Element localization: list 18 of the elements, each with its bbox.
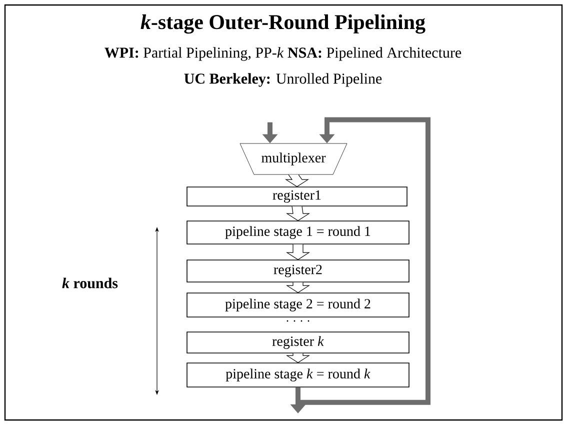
arrow	[298, 117, 430, 405]
header-line: WPI: Partial Pipelining, PP-k NSA: Pipelined Architecture	[104, 47, 462, 61]
title: k-stage Outer-Round Pipelining	[140, 14, 426, 34]
stage-box: pipeline stage k = round k	[186, 362, 410, 388]
hollow-arrow	[286, 353, 310, 363]
stage-box: pipeline stage 2 = round 2	[186, 292, 410, 318]
hollow-arrow	[286, 206, 310, 221]
stage-box: register1	[186, 186, 408, 206]
stage-box: register k	[186, 332, 410, 354]
stage-box: pipeline stage 1 = round 1	[186, 220, 410, 244]
hollow-arrow	[286, 244, 310, 260]
dimension-label: k rounds	[62, 278, 118, 288]
stage-box: register2	[186, 260, 410, 282]
hollow-arrow	[284, 174, 310, 187]
header-line: UC Berkeley: Unrolled Pipeline	[184, 73, 382, 87]
ellipsis: . . . .	[286, 320, 310, 322]
multiplexer-trapezoid: multiplexer	[240, 143, 348, 175]
hollow-arrow	[286, 282, 310, 293]
